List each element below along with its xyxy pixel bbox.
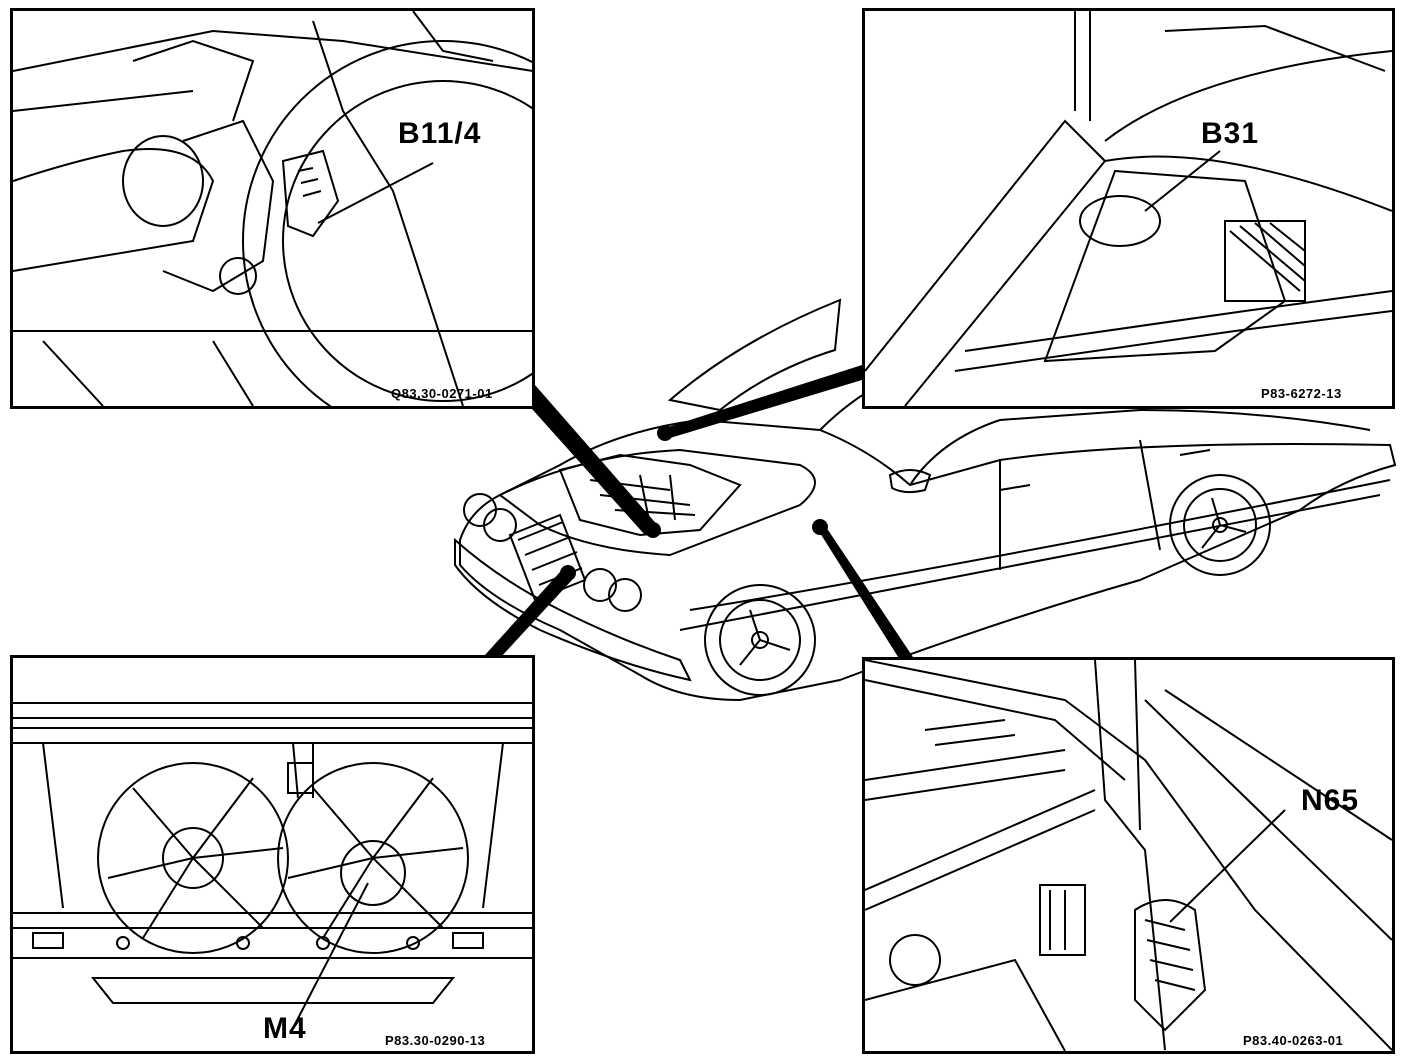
detail-panel-b11-4: B11/4 Q83.30-0271-01: [10, 8, 535, 409]
location-dot-m4: [560, 565, 576, 581]
b11-4-figure-code: Q83.30-0271-01: [391, 386, 493, 401]
b31-detail-illustration: [865, 11, 1392, 406]
location-dot-n65: [812, 519, 828, 535]
b31-figure-code: P83-6272-13: [1261, 386, 1342, 401]
b11-4-detail-illustration: [13, 11, 532, 406]
location-dot-b31: [657, 425, 673, 441]
b11-4-label: B11/4: [398, 117, 482, 150]
detail-panel-m4: M4 P83.30-0290-13: [10, 655, 535, 1054]
n65-detail-illustration: [865, 660, 1392, 1051]
location-dot-b11-4: [645, 522, 661, 538]
b31-label: B31: [1201, 117, 1260, 150]
detail-panel-n65: N65 P83.40-0263-01: [862, 657, 1395, 1054]
m4-detail-illustration: [13, 702, 532, 1029]
m4-label: M4: [263, 1012, 307, 1045]
m4-figure-code: P83.30-0290-13: [385, 1033, 486, 1048]
n65-figure-code: P83.40-0263-01: [1243, 1033, 1344, 1048]
detail-panel-b31: B31 P83-6272-13: [862, 8, 1395, 409]
n65-label: N65: [1301, 784, 1360, 817]
